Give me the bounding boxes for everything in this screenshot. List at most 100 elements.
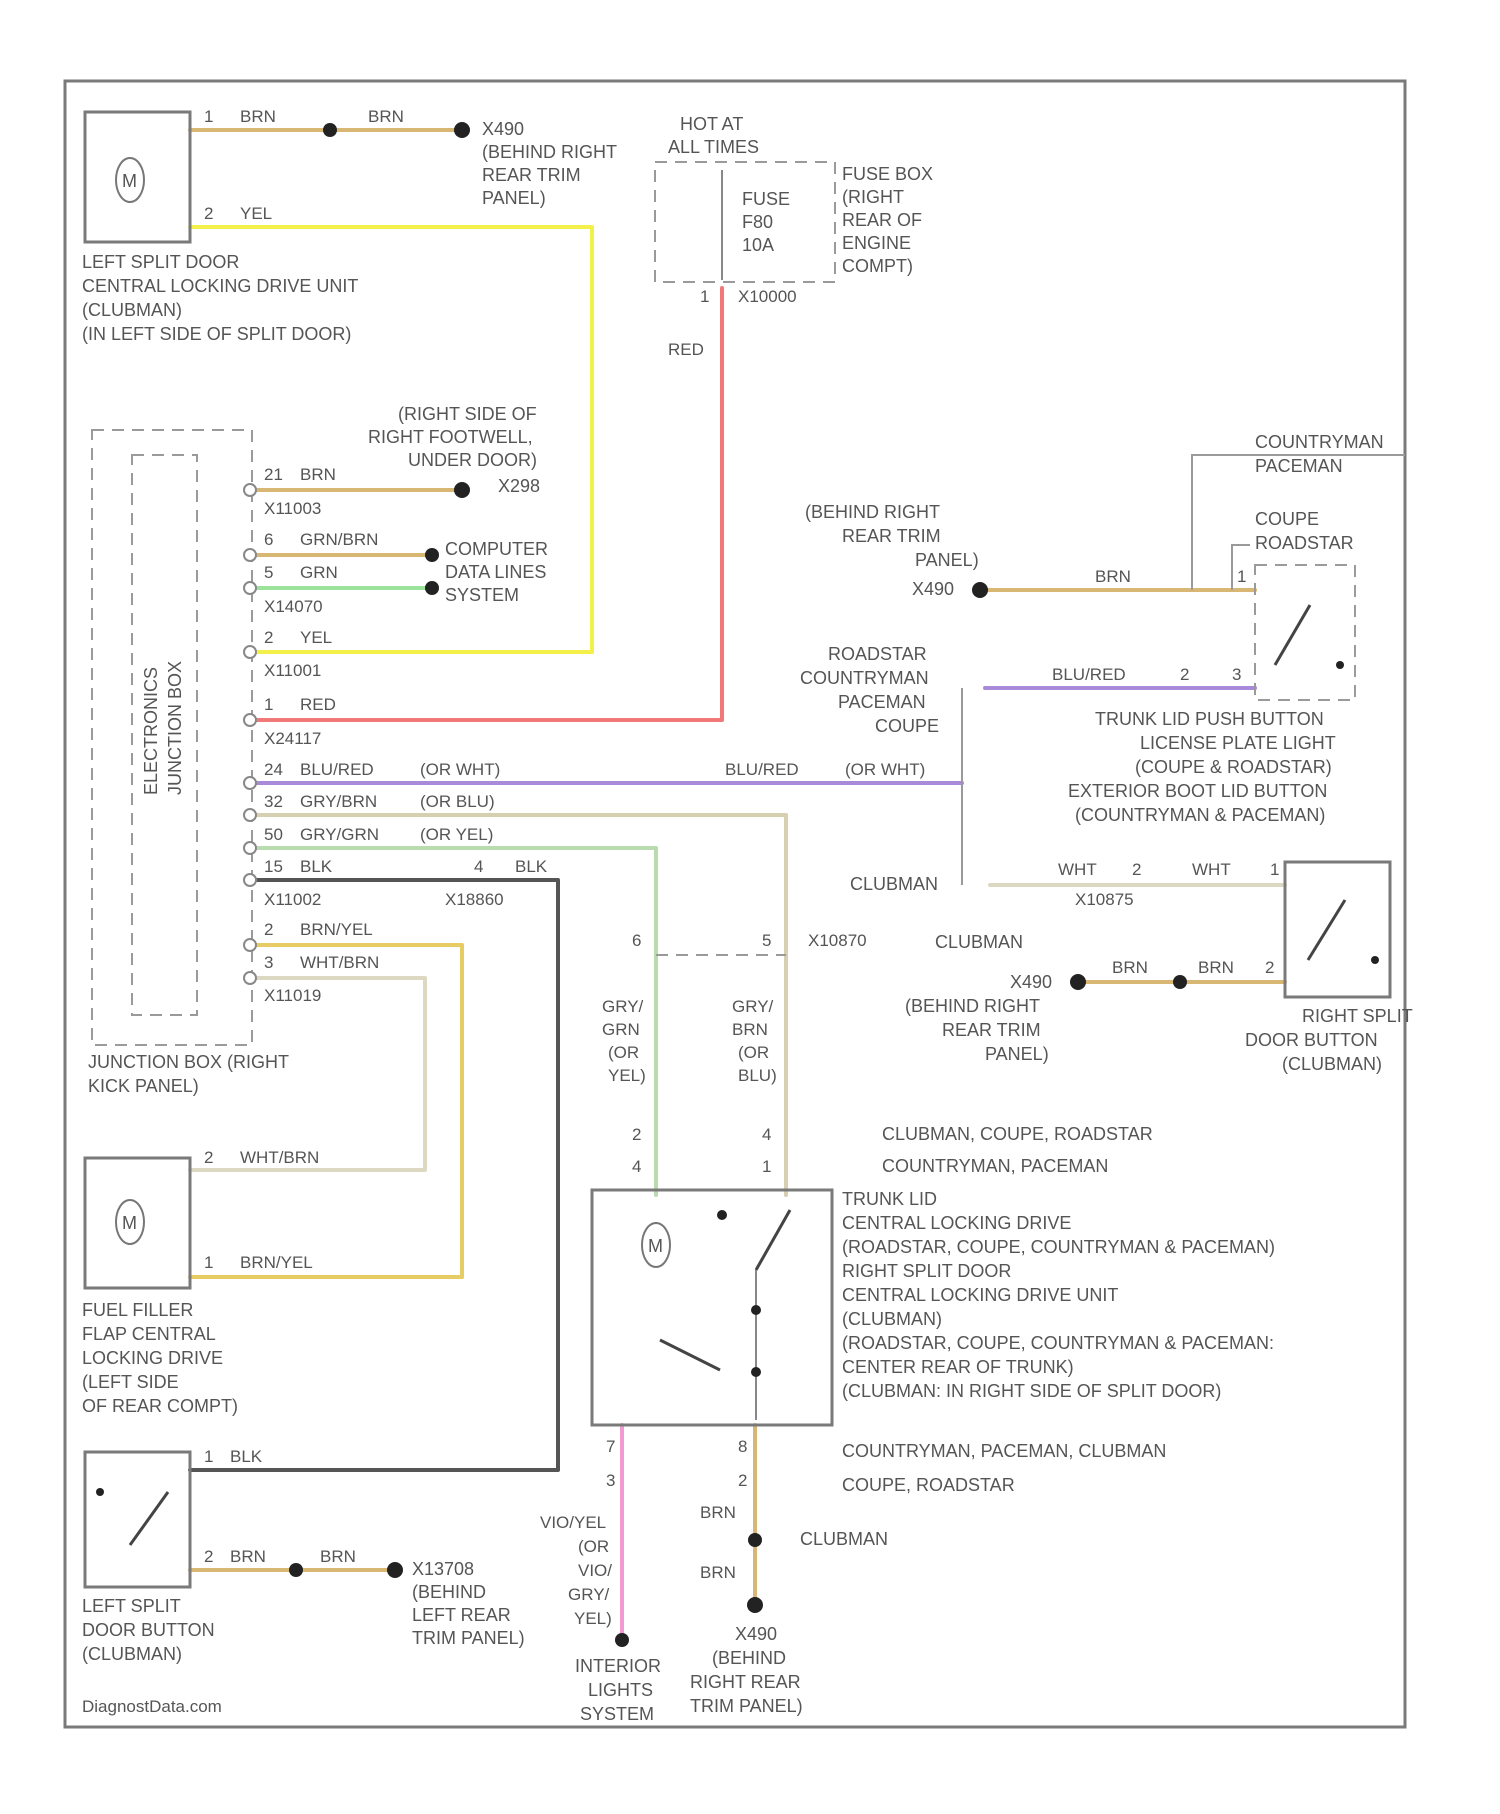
wire-label-gry-brn: GRY/BRN [300, 792, 377, 811]
hot-at-label: HOT AT ALL TIMES [668, 114, 759, 157]
wire-label-wht: WHT [1058, 860, 1097, 879]
connector-x11003: X11003 [264, 499, 321, 518]
switch-icon [1275, 605, 1310, 665]
switch-contact [1336, 661, 1344, 669]
electronics-junction-box-label: ELECTRONICS JUNCTION BOX [141, 661, 185, 795]
pin-label: 2 [738, 1471, 747, 1490]
wire-label-wht-brn: WHT/BRN [240, 1148, 319, 1167]
wire-label-brn: BRN [230, 1547, 266, 1566]
wire-label-gry-brn-vertical: GRY/ BRN (OR BLU) [732, 997, 778, 1085]
wire-label-alt: (OR YEL) [420, 825, 493, 844]
junction-box-location-label: JUNCTION BOX (RIGHT KICK PANEL) [88, 1052, 294, 1096]
pin-label: 1 [204, 107, 213, 126]
motor-symbol: M [122, 171, 137, 191]
pin-label: 15 [264, 857, 283, 876]
brn-yel-wire [190, 945, 462, 1277]
fuel-filler-drive-box [85, 1158, 190, 1288]
ejb-pins [244, 484, 256, 984]
pin-label: 5 [762, 931, 771, 950]
ground-x490-mid-label: X490 (BEHIND RIGHT REAR TRIM PANEL) [905, 972, 1057, 1064]
variant-countryman-paceman-line: COUNTRYMAN, PACEMAN [882, 1156, 1108, 1176]
internal-node [751, 1305, 761, 1315]
ground-x490-bottom-icon [747, 1597, 763, 1613]
wire-label-gry-grn: GRY/GRN [300, 825, 379, 844]
pin-label: 21 [264, 465, 283, 484]
left-split-door-button-box [85, 1452, 190, 1587]
pin-label: 1 [700, 287, 709, 306]
pin-label: 1 [1270, 860, 1279, 879]
connector-x11002: X11002 [264, 890, 321, 909]
pin-label: 7 [606, 1437, 615, 1456]
pin-label: 8 [738, 1437, 747, 1456]
connector-x24117: X24117 [264, 729, 321, 748]
wire-label-gry-grn-vertical: GRY/ GRN (OR YEL) [602, 997, 648, 1085]
fuse-label: FUSE F80 10A [742, 189, 795, 255]
switch-contact [1371, 956, 1379, 964]
pin-label: 3 [1232, 665, 1241, 684]
splice-dot [289, 1563, 303, 1577]
wire-label-brn: BRN [1112, 958, 1148, 977]
pin-label: 32 [264, 792, 283, 811]
left-split-door-drive-box [85, 112, 190, 242]
internal-node [751, 1367, 761, 1377]
connector-x18860: X18860 [445, 890, 504, 909]
variant-four-models: ROADSTAR COUNTRYMAN PACEMAN COUPE [800, 644, 939, 736]
pin-label: 6 [632, 931, 641, 950]
wire-label-brn: BRN [240, 107, 276, 126]
pin-label: 50 [264, 825, 283, 844]
wire-label-blk: BLK [230, 1447, 263, 1466]
pin-label: 2 [264, 628, 273, 647]
wire-label-blu-red: BLU/RED [1052, 665, 1126, 684]
wire-label-brn: BRN [1095, 567, 1131, 586]
variant-coupe-roadstar-line: COUPE, ROADSTAR [842, 1475, 1015, 1495]
variant-clubman: CLUBMAN [850, 874, 938, 894]
pin-label: 3 [606, 1471, 615, 1490]
splice-dot [425, 548, 439, 562]
variant-clubman: CLUBMAN [800, 1529, 888, 1549]
pin-label: 4 [632, 1157, 641, 1176]
right-split-door-button-box [1285, 862, 1390, 997]
switch-icon [130, 1492, 168, 1545]
connector-x11019: X11019 [264, 986, 321, 1005]
wire-label-blu-red: BLU/RED [300, 760, 374, 779]
pin-label: 2 [1265, 958, 1274, 977]
wire-label-brn: BRN [320, 1547, 356, 1566]
switch-icon [660, 1340, 720, 1370]
splice-dot [1173, 975, 1187, 989]
wire-label-brn: BRN [300, 465, 336, 484]
variant-countryman-paceman-clubman: COUNTRYMAN, PACEMAN, CLUBMAN [842, 1441, 1166, 1461]
ground-x13708-label: X13708 (BEHIND LEFT REAR TRIM PANEL) [412, 1559, 525, 1648]
wire-label-red: RED [668, 340, 704, 359]
pin-label: 2 [1132, 860, 1141, 879]
trunk-lid-drive-box [592, 1190, 832, 1425]
pin-label: 4 [474, 857, 483, 876]
interior-lights-label: INTERIOR LIGHTS SYSTEM [575, 1656, 666, 1724]
motor-symbol: M [122, 1213, 137, 1233]
wire-label-yel: YEL [240, 204, 272, 223]
connector-x11001: X11001 [264, 661, 321, 680]
computer-data-lines-label: COMPUTER DATA LINES SYSTEM [445, 539, 553, 605]
internal-node [717, 1210, 727, 1220]
variant-coupe-roadstar: COUPE ROADSTAR [1255, 509, 1354, 553]
wire-label-brn-yel: BRN/YEL [240, 1253, 313, 1272]
connector-x10000: X10000 [738, 287, 797, 306]
wire-label-blu-red: BLU/RED [725, 760, 799, 779]
pin-label: 5 [264, 563, 273, 582]
pin-label: 1 [204, 1253, 213, 1272]
wire-label-brn: BRN [700, 1563, 736, 1582]
ground-x490-top-icon [454, 122, 470, 138]
splice-dot [748, 1533, 762, 1547]
ground-x490-right-icon [972, 582, 988, 598]
wire-label-brn: BRN [1198, 958, 1234, 977]
ground-x490-bottom-label: X490 (BEHIND RIGHT REAR TRIM PANEL) [690, 1624, 806, 1716]
pin-label: 6 [264, 530, 273, 549]
pin-label: 1 [1237, 567, 1246, 586]
connector-x14070: X14070 [264, 597, 323, 616]
wire-label-alt: (OR WHT) [845, 760, 925, 779]
pin-label: 2 [632, 1125, 641, 1144]
wire-label-alt: (OR BLU) [420, 792, 495, 811]
variant-clubman-coupe-roadstar: CLUBMAN, COUPE, ROADSTAR [882, 1124, 1153, 1144]
wire-label-blk: BLK [515, 857, 548, 876]
ground-x13708-icon [387, 1562, 403, 1578]
